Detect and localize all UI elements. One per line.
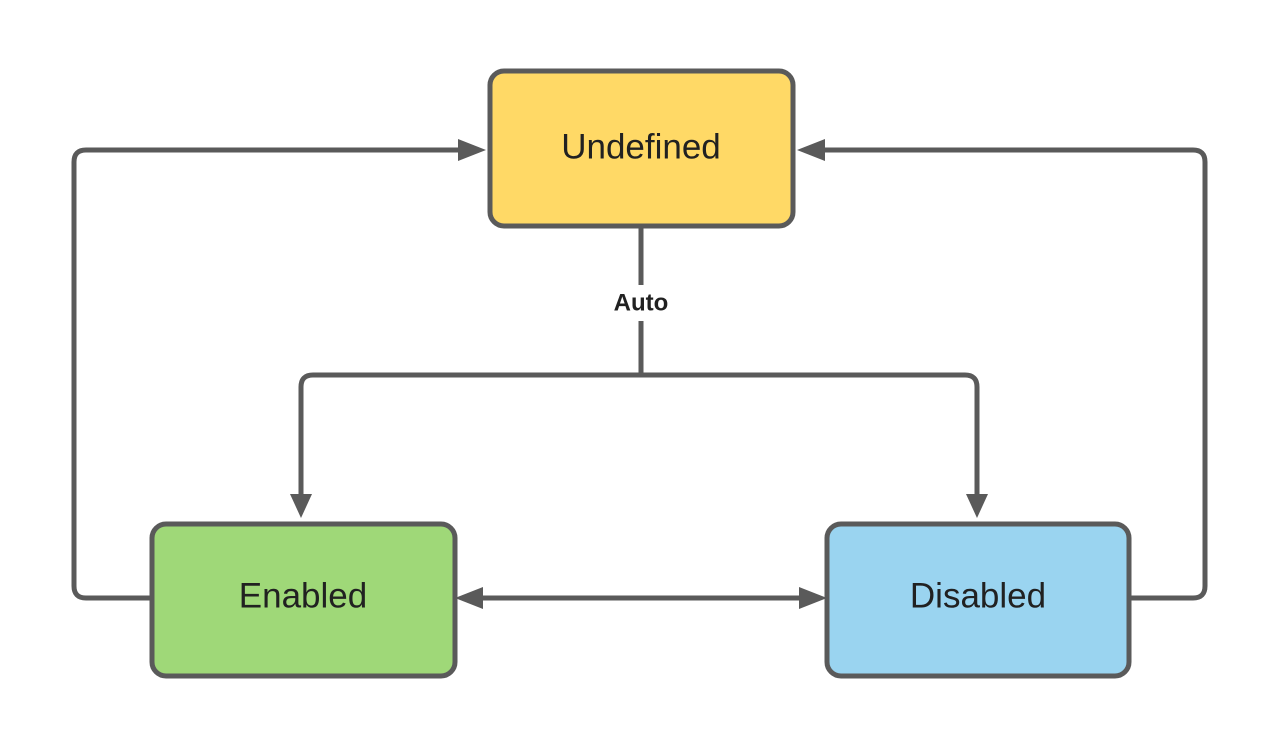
edge-enabled-disabled-bidirectional bbox=[455, 587, 827, 609]
edge-path-disabled-undefined bbox=[825, 147, 1208, 601]
edge-label-auto: Auto bbox=[614, 289, 669, 316]
arrowhead-into-undefined-right bbox=[797, 139, 825, 161]
edge-path-auto-right-branch bbox=[641, 372, 980, 494]
edge-disabled-to-undefined bbox=[797, 139, 1208, 601]
node-disabled-shape[interactable] bbox=[824, 521, 1132, 679]
arrowhead-into-enabled-top bbox=[290, 494, 312, 518]
edge-undefined-auto-fork bbox=[290, 226, 988, 518]
edge-label-auto-background bbox=[597, 285, 685, 321]
node-disabled[interactable]: Disabled bbox=[824, 521, 1132, 679]
edge-enabled-to-undefined bbox=[71, 139, 486, 601]
edge-label-auto-group: Auto bbox=[597, 285, 685, 321]
node-disabled-label: Disabled bbox=[910, 576, 1046, 615]
node-undefined-label: Undefined bbox=[561, 127, 721, 166]
arrowhead-into-disabled-left bbox=[799, 587, 827, 609]
arrowhead-into-disabled-top bbox=[966, 494, 988, 518]
arrowhead-into-undefined-left bbox=[458, 139, 486, 161]
edge-path-enabled-undefined bbox=[71, 147, 458, 601]
arrowhead-into-enabled-right bbox=[455, 587, 483, 609]
node-enabled-label: Enabled bbox=[239, 576, 367, 615]
node-undefined-shape[interactable] bbox=[487, 68, 796, 229]
node-enabled-shape[interactable] bbox=[149, 521, 458, 679]
edge-path-auto-left-branch bbox=[298, 372, 641, 494]
node-enabled[interactable]: Enabled bbox=[149, 521, 458, 679]
node-undefined[interactable]: Undefined bbox=[487, 68, 796, 229]
